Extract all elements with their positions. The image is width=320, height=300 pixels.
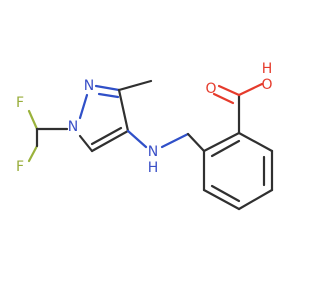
atom-o-carbonyl: O [205,81,216,97]
bond-cf-bottom [27,144,39,163]
bond-c4-c5-double [90,126,123,146]
atom-n1: N [68,119,78,135]
bond-cf-top [27,109,39,131]
bond-ch2-ring [186,132,206,153]
bond-ar4-ar5 [237,188,274,211]
atom-f-top: F [16,95,24,111]
bond-n1-n2 [78,93,89,120]
bond-c3-c4 [117,88,130,133]
bond-c3-methyl [117,79,153,92]
bond-n2-c3 [94,84,121,92]
atom-o-hydroxyl: O [261,77,272,93]
atom-oh-hydrogen: H [262,61,273,77]
bond-c-o-double-2 [212,92,235,105]
bond-c-o-double [217,84,241,97]
bond-ar5-ar6 [202,188,241,211]
bond-c5-n1 [78,134,94,153]
bond-c4-c5 [90,129,130,153]
atom-n2: N [84,78,94,94]
atom-nh-nitrogen: N [148,144,158,160]
structure-canvas: F F N N N H O O H [16,61,274,211]
bond-n2-c3-double [97,92,120,99]
bond-c-oh [237,82,264,97]
bond-ar-inner-1 [210,139,241,158]
atom-f-bottom: F [16,159,24,175]
atom-nh-hydrogen: H [148,160,159,176]
bond-c4-nh [126,129,148,149]
bond-nh-ch2 [160,132,190,149]
bond-ar-inner-3 [210,184,241,203]
molecule-diagram: F F N N N H O O H [16,61,274,211]
bond-ar2-ar3 [237,131,274,153]
bond-ar1-ar2 [202,131,241,153]
